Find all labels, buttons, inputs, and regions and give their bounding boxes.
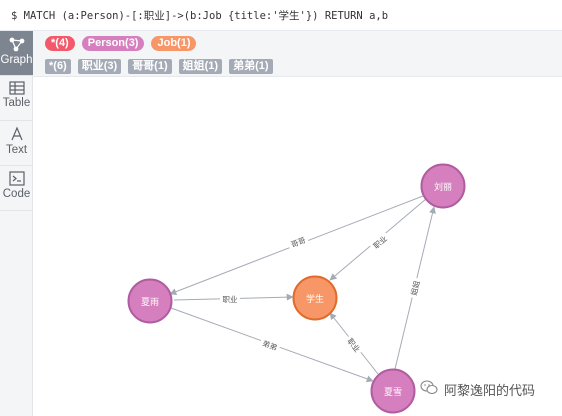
relationship-type-legend: *(6) 职业(3) 哥哥(1) 姐姐(1) 弟弟(1) (45, 59, 273, 74)
node-label-legend: *(4) Person(3) Job(1) (45, 36, 197, 51)
legend-rel-zhiye[interactable]: 职业(3) (77, 59, 122, 74)
result-legend: *(4) Person(3) Job(1) *(6) 职业(3) 哥哥(1) 姐… (33, 31, 562, 77)
node-label-xiayu: 夏雨 (141, 297, 159, 308)
legend-node-person[interactable]: Person(3) (81, 36, 145, 51)
node-liuli[interactable]: 刘丽 (420, 163, 466, 209)
query-text[interactable]: $ MATCH (a:Person)-[:职业]->(b:Job {title:… (11, 9, 389, 22)
watermark-text: 阿黎逸阳的代码 (444, 384, 536, 399)
edge-liuli-xuesheng[interactable]: 职业 (329, 198, 427, 281)
node-label-liuli: 刘丽 (434, 181, 452, 193)
graph-icon (8, 36, 26, 52)
edge-label-didi: 弟弟 (261, 338, 279, 353)
edge-xiaxue-xuesheng[interactable]: 职业 (329, 312, 379, 375)
legend-node-job[interactable]: Job(1) (151, 36, 197, 51)
edge-label-jiejie: 姐姐 (408, 279, 421, 296)
legend-node-all[interactable]: *(4) (45, 36, 75, 51)
legend-rel-didi[interactable]: 弟弟(1) (229, 59, 273, 74)
code-view-label: Code (2, 188, 31, 200)
node-xiaxue[interactable]: 夏雪 (370, 368, 416, 414)
table-view-button[interactable]: Table (0, 76, 33, 121)
graph-view-label: Graph (0, 54, 33, 66)
edge-label-zhiye-2: 职业 (223, 294, 238, 304)
graph-svg[interactable]: 哥哥 职业 职业 弟弟 职业 姐姐 刘丽 (33, 77, 562, 416)
text-icon (9, 126, 25, 142)
watermark: 阿黎逸阳的代码 (420, 380, 535, 399)
edge-xiayu-xuesheng[interactable]: 职业 (173, 293, 294, 305)
code-icon (8, 171, 25, 186)
node-xuesheng[interactable]: 学生 (292, 275, 338, 321)
table-view-label: Table (2, 97, 31, 109)
legend-rel-all[interactable]: *(6) (45, 59, 71, 74)
view-sidebar: Graph Table Text Code (0, 31, 33, 416)
edge-xiaxue-liuli[interactable]: 姐姐 (394, 206, 436, 370)
legend-rel-gege[interactable]: 哥哥(1) (128, 59, 172, 74)
edge-liuli-xiayu[interactable]: 哥哥 (169, 195, 424, 295)
legend-rel-jiejie[interactable]: 姐姐(1) (178, 59, 223, 74)
text-view-button[interactable]: Text (0, 121, 33, 166)
table-icon (8, 81, 25, 95)
code-view-button[interactable]: Code (0, 166, 33, 211)
graph-view-button[interactable]: Graph (0, 31, 33, 76)
query-bar[interactable]: $ MATCH (a:Person)-[:职业]->(b:Job {title:… (0, 0, 562, 31)
edge-xiayu-xiaxue[interactable]: 弟弟 (170, 307, 374, 383)
node-label-xiaxue: 夏雪 (384, 387, 402, 398)
graph-canvas[interactable]: 哥哥 职业 职业 弟弟 职业 姐姐 刘丽 (33, 77, 562, 416)
node-xiayu[interactable]: 夏雨 (127, 278, 173, 324)
text-view-label: Text (5, 144, 28, 156)
wechat-icon (420, 380, 438, 399)
node-label-xuesheng: 学生 (306, 293, 324, 305)
